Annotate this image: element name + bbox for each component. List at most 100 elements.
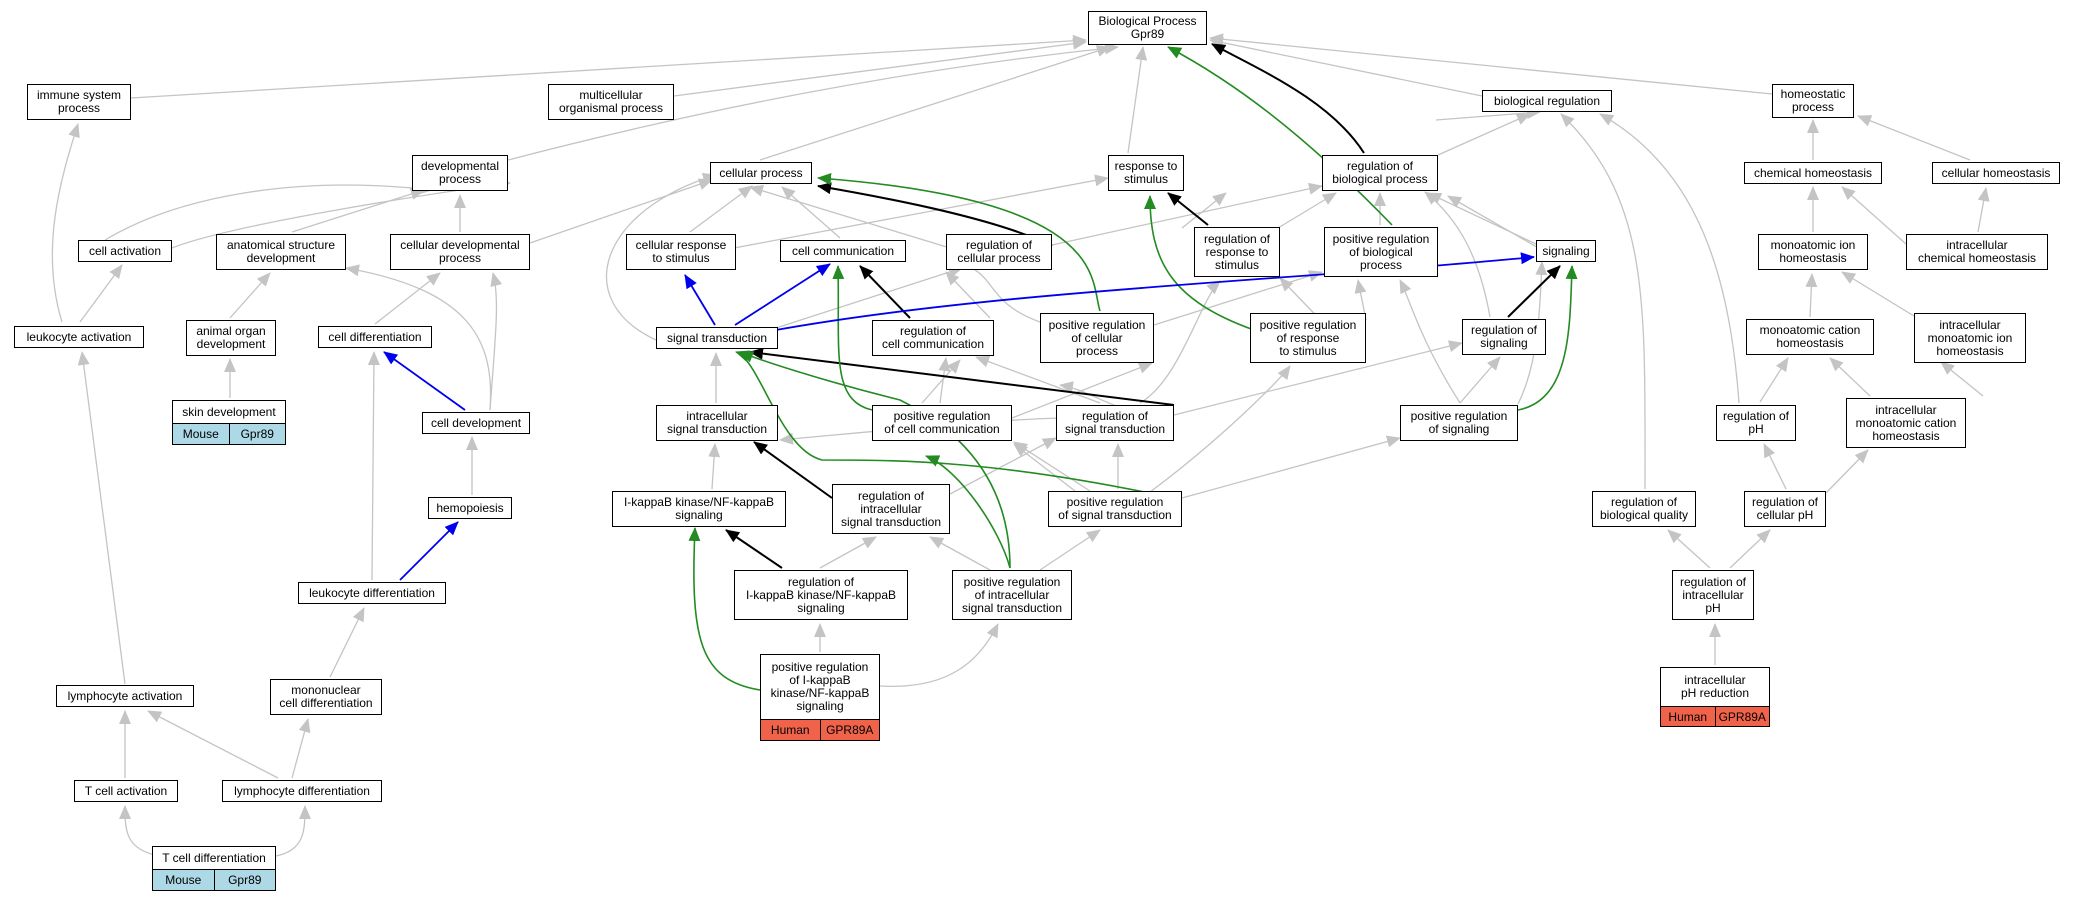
edge-28 — [1829, 357, 1871, 397]
node-anatomical-structure-development[interactable]: anatomical structure development — [216, 234, 346, 270]
node-regulation-of-response-to-stimulus[interactable]: regulation of response to stimulus — [1194, 227, 1280, 277]
edge-19 — [1435, 107, 1541, 121]
node-positive-regulation-of-signaling[interactable]: positive regulation of signaling — [1400, 405, 1518, 441]
node-regulation-of-ph[interactable]: regulation of pH — [1716, 405, 1796, 441]
node-positive-regulation-of-response-to-stimulus[interactable]: positive regulation of response to stimu… — [1250, 313, 1366, 363]
node-lymphocyte-activation[interactable]: lymphocyte activation — [56, 685, 194, 707]
node-regulation-of-intracellular-ph[interactable]: regulation of intracellular pH — [1672, 570, 1754, 620]
species-label: Human — [761, 720, 820, 740]
node-cell-differentiation[interactable]: cell differentiation — [318, 326, 432, 348]
node-response-to-stimulus[interactable]: response to stimulus — [1108, 155, 1184, 191]
edge-14 — [733, 174, 1109, 249]
node-regulation-of-intracellular-signal-transduction[interactable]: regulation of intracellular signal trans… — [832, 484, 950, 534]
edge-101 — [1517, 265, 1578, 411]
edge-109 — [383, 351, 466, 411]
node-immune-system-process[interactable]: immune system process — [27, 84, 131, 120]
node-positive-regulation-of-cellular-process[interactable]: positive regulation of cellular process — [1040, 313, 1154, 363]
annotation-positive-regulation-of-ikappab: Human GPR89A — [760, 719, 880, 741]
node-ikappab-kinase-nfkappab-signaling[interactable]: I-kappaB kinase/NF-kappaB signaling — [612, 491, 786, 527]
node-skin-development[interactable]: skin development — [172, 400, 286, 424]
node-positive-regulation-of-ikappab-kinase-nfkappab-signaling[interactable]: positive regulation of I-kappaB kinase/N… — [760, 654, 880, 720]
node-regulation-of-ikappab-kinase-nfkappab-signaling[interactable]: regulation of I-kappaB kinase/NF-kappaB … — [734, 570, 908, 620]
edge-22 — [1857, 115, 1971, 161]
node-developmental-process[interactable]: developmental process — [412, 155, 508, 191]
edge-6 — [759, 45, 1111, 161]
edge-51 — [291, 718, 311, 779]
node-t-cell-activation[interactable]: T cell activation — [74, 780, 178, 802]
annotation-t-cell-differentiation: Mouse Gpr89 — [152, 869, 276, 891]
edge-104 — [688, 527, 761, 691]
node-cellular-process[interactable]: cellular process — [710, 162, 812, 184]
edge-78 — [1181, 192, 1227, 229]
node-intracellular-monoatomic-ion-homeostasis[interactable]: intracellular monoatomic ion homeostasis — [1914, 313, 2026, 363]
node-biological-regulation[interactable]: biological regulation — [1482, 90, 1612, 112]
node-lymphocyte-differentiation[interactable]: lymphocyte differentiation — [222, 780, 382, 802]
edge-87 — [921, 359, 961, 404]
edge-52 — [147, 710, 279, 779]
node-cell-activation[interactable]: cell activation — [78, 240, 172, 262]
node-mononuclear-cell-differentiation[interactable]: mononuclear cell differentiation — [270, 679, 382, 715]
node-t-cell-differentiation[interactable]: T cell differentiation — [152, 846, 276, 870]
node-biological-process[interactable]: Biological Process Gpr89 — [1088, 11, 1207, 45]
node-signaling[interactable]: signaling — [1536, 240, 1596, 262]
node-intracellular-chemical-homeostasis[interactable]: intracellular chemical homeostasis — [1906, 234, 2048, 270]
annotation-intracellular-ph-reduction: Human GPR89A — [1660, 706, 1770, 727]
node-animal-organ-development[interactable]: animal organ development — [186, 320, 276, 356]
node-cellular-developmental-process[interactable]: cellular developmental process — [390, 234, 530, 270]
edge-32 — [1825, 449, 1869, 494]
edge-43 — [489, 272, 503, 411]
annotation-skin-development: Mouse Gpr89 — [172, 423, 286, 445]
node-multicellular-organismal-process[interactable]: multicellular organismal process — [548, 84, 674, 120]
edge-24 — [1977, 187, 1990, 233]
edge-42 — [374, 272, 441, 325]
edge-85 — [879, 623, 999, 687]
node-leukocyte-activation[interactable]: leukocyte activation — [14, 326, 144, 348]
node-positive-regulation-of-intracellular-signal-transduction[interactable]: positive regulation of intracellular sig… — [952, 570, 1072, 620]
gene-label: GPR89A — [1714, 707, 1769, 726]
node-positive-regulation-of-biological-process[interactable]: positive regulation of biological proces… — [1324, 227, 1438, 277]
node-monoatomic-cation-homeostasis[interactable]: monoatomic cation homeostasis — [1746, 319, 1874, 355]
node-regulation-of-biological-quality[interactable]: regulation of biological quality — [1592, 491, 1696, 527]
edge-41 — [229, 272, 271, 319]
node-regulation-of-signal-transduction[interactable]: regulation of signal transduction — [1056, 405, 1174, 441]
node-regulation-of-cell-communication[interactable]: regulation of cell communication — [872, 320, 994, 356]
edge-98 — [817, 172, 1101, 312]
edge-30 — [1759, 357, 1789, 403]
node-cell-development[interactable]: cell development — [422, 412, 530, 434]
node-regulation-of-cellular-ph[interactable]: regulation of cellular pH — [1744, 491, 1826, 527]
node-cell-communication[interactable]: cell communication — [780, 240, 906, 262]
edge-34 — [1729, 529, 1771, 569]
edge-106 — [684, 274, 716, 326]
node-leukocyte-differentiation[interactable]: leukocyte differentiation — [298, 582, 446, 604]
node-regulation-of-biological-process[interactable]: regulation of biological process — [1322, 155, 1438, 191]
node-hemopoiesis[interactable]: hemopoiesis — [428, 497, 512, 519]
edge-79 — [1424, 191, 1491, 318]
edge-40 — [104, 182, 433, 241]
edge-31 — [1763, 443, 1787, 490]
edge-59 — [945, 271, 991, 319]
node-positive-regulation-of-cell-communication[interactable]: positive regulation of cell communicatio… — [872, 405, 1012, 441]
node-intracellular-signal-transduction[interactable]: intracellular signal transduction — [656, 405, 778, 441]
node-regulation-of-cellular-process[interactable]: regulation of cellular process — [946, 234, 1052, 270]
edge-91 — [859, 265, 911, 319]
node-signal-transduction[interactable]: signal transduction — [656, 327, 778, 349]
node-cellular-homeostasis[interactable]: cellular homeostasis — [1932, 162, 2060, 184]
edge-82 — [929, 536, 991, 571]
edge-13 — [749, 185, 951, 249]
edge-60 — [775, 266, 963, 329]
edge-11 — [689, 185, 753, 233]
node-intracellular-monoatomic-cation-homeostasis[interactable]: intracellular monoatomic cation homeosta… — [1846, 398, 1966, 448]
edge-76 — [1149, 365, 1291, 493]
node-cellular-response-to-stimulus[interactable]: cellular response to stimulus — [626, 234, 736, 270]
edge-97 — [1167, 46, 1393, 226]
gene-label: Gpr89 — [228, 424, 285, 444]
node-positive-regulation-of-signal-transduction[interactable]: positive regulation of signal transducti… — [1048, 491, 1182, 527]
node-chemical-homeostasis[interactable]: chemical homeostasis — [1744, 162, 1882, 184]
node-monoatomic-ion-homeostasis[interactable]: monoatomic ion homeostasis — [1758, 234, 1868, 270]
edge-47 — [367, 351, 380, 581]
edge-92 — [1167, 192, 1209, 226]
node-intracellular-ph-reduction[interactable]: intracellular pH reduction — [1660, 667, 1770, 707]
node-homeostatic-process[interactable]: homeostatic process — [1772, 84, 1854, 118]
node-regulation-of-signaling[interactable]: regulation of signaling — [1462, 319, 1546, 355]
edge-93 — [1507, 265, 1561, 318]
